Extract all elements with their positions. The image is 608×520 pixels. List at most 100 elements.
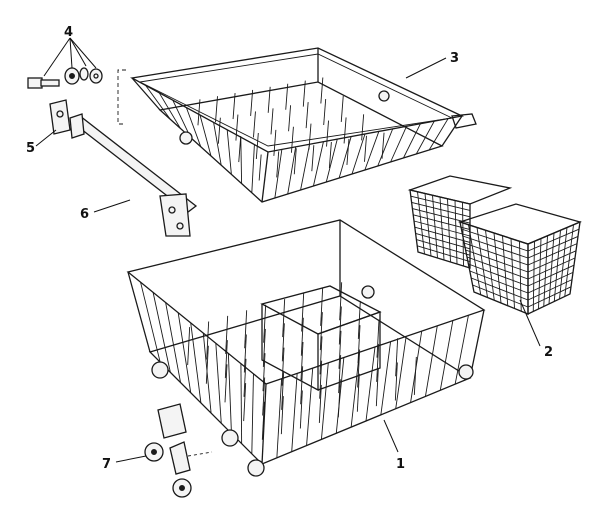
rack-wire <box>320 362 329 440</box>
rack-wire <box>424 325 438 397</box>
rack-wire <box>416 239 471 256</box>
rack-wire <box>415 232 471 250</box>
rack-wire <box>213 122 222 166</box>
rack-wire <box>394 362 398 401</box>
rack-wire <box>255 132 259 160</box>
rack-wire <box>299 390 303 429</box>
rack-wire <box>413 220 471 237</box>
rail-clip <box>49 99 71 135</box>
rack-wire <box>281 347 285 386</box>
lower-rack <box>126 219 486 477</box>
rack-wire <box>414 226 471 243</box>
rack-wire <box>225 315 229 354</box>
rack-wire <box>527 250 577 273</box>
rack-wire <box>377 128 394 167</box>
rack-wire <box>357 349 361 388</box>
rack-wire <box>243 383 247 422</box>
rack-wire <box>376 319 380 358</box>
rack-wire <box>319 312 323 351</box>
rack-wire <box>250 89 254 116</box>
callout-6: 6 <box>80 207 89 222</box>
rack-wire <box>338 330 342 369</box>
rack-wire <box>285 83 289 110</box>
rack-wire <box>215 343 222 424</box>
rack-wire <box>267 86 271 113</box>
upper-rack-roller <box>378 90 390 102</box>
rack-wire <box>356 373 360 412</box>
rack-wire <box>215 96 218 123</box>
callout-1: 1 <box>396 457 405 472</box>
rack-wire <box>465 249 529 273</box>
rack-wire <box>527 286 572 308</box>
rack-wire <box>527 228 580 252</box>
lower-rack-wheel <box>247 459 265 477</box>
rack-wire <box>206 321 210 360</box>
rack-wire <box>527 243 578 266</box>
rack-wire <box>318 384 322 423</box>
rack-wire <box>428 118 449 151</box>
rack-wire <box>306 368 314 446</box>
rack-wire <box>240 137 243 184</box>
rack-wire <box>361 114 365 141</box>
rack-wire <box>253 111 256 138</box>
rack-wire <box>305 102 309 129</box>
nut-part <box>89 68 103 84</box>
callout-4: 4 <box>64 25 73 40</box>
rack-wire <box>338 355 342 394</box>
rack-wire <box>340 95 344 122</box>
rack-wire <box>338 136 352 179</box>
rack-wire <box>412 208 471 224</box>
rack-wire <box>227 353 232 434</box>
rack-wire <box>343 117 347 144</box>
rack-wire <box>527 235 579 259</box>
rack-wire <box>312 141 324 187</box>
rack-wire <box>410 195 471 211</box>
upper-rack <box>130 47 477 203</box>
rack-wire <box>395 336 407 409</box>
spacer-part <box>64 67 80 85</box>
wheel-assembly <box>144 403 213 498</box>
rack-wire <box>287 146 297 195</box>
rack-wire <box>261 401 265 440</box>
lower-rack-wheel <box>458 364 474 380</box>
rack-wire <box>469 270 529 294</box>
rack-wire <box>224 340 228 379</box>
rack-wire <box>300 341 304 381</box>
rack-wire <box>274 149 283 199</box>
rack-wire <box>346 138 350 165</box>
rack-wire <box>319 336 323 375</box>
rack-wire <box>320 287 324 326</box>
rack-wire <box>243 334 247 373</box>
rack-wire <box>232 93 236 120</box>
rack-wire <box>417 245 471 263</box>
rack-wire <box>244 310 248 349</box>
rack-wire <box>472 284 529 308</box>
rack-wire <box>205 345 209 384</box>
rack-wire <box>351 133 366 175</box>
rack-wire <box>454 315 469 385</box>
rack-wire <box>251 144 255 193</box>
rack-wire <box>217 117 221 144</box>
rack-wire <box>364 135 367 162</box>
rack-wire <box>403 123 421 159</box>
rack-wire <box>339 282 343 321</box>
rack-wire <box>282 299 286 338</box>
rack-wire <box>337 379 341 418</box>
rack-wire <box>258 154 262 181</box>
rack-wire <box>357 325 361 364</box>
rack-wire <box>177 312 192 393</box>
washer-part <box>79 67 89 81</box>
rack-wire <box>335 357 345 434</box>
callout-2: 2 <box>544 345 553 360</box>
lower-rack-wheel <box>151 361 169 379</box>
rack-wire <box>263 304 267 343</box>
rack-rail <box>69 113 198 237</box>
leader-lines <box>35 37 541 463</box>
rack-wire <box>328 142 332 169</box>
rack-wire <box>262 353 266 392</box>
rack-wire <box>226 129 232 175</box>
rack-wire <box>364 131 380 171</box>
rack-wire <box>302 80 306 107</box>
rack-wire <box>276 151 280 178</box>
rack-wire <box>280 396 284 435</box>
